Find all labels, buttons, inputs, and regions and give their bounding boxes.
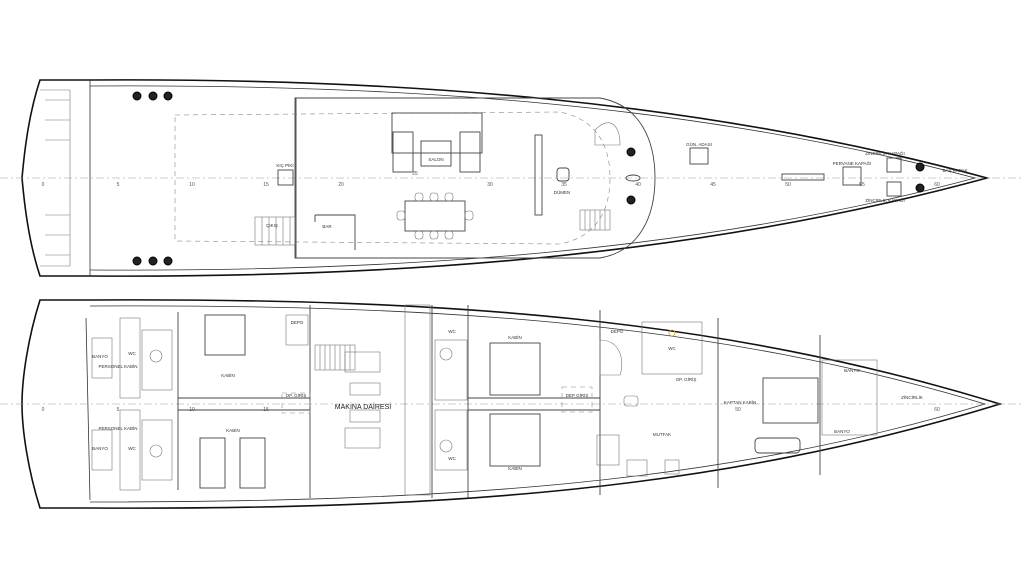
double-bed: [204, 314, 246, 356]
wc-label: WC: [448, 329, 456, 334]
double-bed: [489, 413, 541, 467]
helm-seat: [556, 167, 570, 182]
svg-text:25: 25: [412, 171, 418, 177]
svg-text:40: 40: [635, 182, 641, 188]
cabin-label: KABİN: [508, 465, 522, 471]
sun-deck-label: GÜN. ADASI: [686, 141, 712, 147]
svg-text:35: 35: [561, 182, 567, 188]
svg-text:0: 0: [42, 182, 45, 188]
sink-icon: [668, 329, 676, 337]
lower-hull-outline: [21, 299, 1003, 509]
svg-text:0: 0: [42, 407, 45, 413]
wc-label: WC: [668, 346, 676, 351]
svg-text:60: 60: [934, 182, 940, 188]
lower-deck: BANYO BANYO PERSONEL KABİN PERSONEL KABİ…: [0, 299, 1024, 509]
wc-label: WC: [128, 446, 136, 451]
stern-hatch-label: KIÇ PİKİ: [276, 162, 293, 168]
depot-label: DEPO: [291, 320, 304, 325]
stern-hatch: [277, 169, 294, 186]
bulkheads: [177, 305, 821, 498]
salon-label: SALON: [428, 157, 443, 162]
mid-heads: [434, 339, 468, 471]
cabin-label: KABİN: [221, 372, 235, 378]
dining-table: [404, 200, 466, 232]
anchor-locker-label: ZİNCİRLİK KAPAĞI: [865, 197, 904, 203]
bath-label: BANYO: [834, 429, 850, 434]
bar-label: BAR: [322, 224, 332, 229]
bath-label: BANYO: [92, 446, 108, 451]
crew-cabin-label: PERSONEL KABİN: [98, 363, 137, 369]
bath-label: BANYO: [844, 368, 860, 373]
sun-deck-hatch: [689, 147, 709, 165]
salon-superstructure: [294, 97, 656, 259]
windlass-icon: [915, 162, 925, 172]
crew-entry-label: OP. GİRİŞ: [676, 376, 697, 382]
bow-hatch-label: BAŞ KAPAK: [943, 168, 968, 173]
sofa: [754, 437, 801, 454]
wc-label: WC: [448, 456, 456, 461]
dining-chairs: [396, 192, 474, 240]
bowsprit-base: [781, 173, 825, 181]
anchor-locker-label: ZİNCİRLİK KAPAĞI: [865, 150, 904, 156]
stairs-label: ÇIKIŞ: [266, 223, 278, 228]
helm-label: DÜMEN: [554, 189, 571, 195]
forepeak-hatch: [842, 166, 862, 186]
svg-text:60: 60: [934, 407, 940, 413]
forepeak-hatch-label: PERVANE KAPAĞI: [833, 160, 872, 166]
engine-room-equipment: [314, 304, 431, 496]
bath-label: BANYO: [92, 354, 108, 359]
captain-cabin-label: KAPTAN KABİN: [724, 399, 756, 405]
svg-text:55: 55: [859, 182, 865, 188]
svg-text:10: 10: [189, 407, 195, 413]
single-bed: [199, 437, 226, 489]
svg-text:20: 20: [338, 182, 344, 188]
entry-label: DEP GİRİŞ: [566, 392, 589, 398]
stern-swim-platform: [45, 99, 70, 256]
galley-sink: [626, 459, 648, 477]
winches: [132, 91, 636, 266]
wc-label: WC: [128, 351, 136, 356]
svg-text:30: 30: [487, 182, 493, 188]
aft-crew-area: [91, 317, 173, 491]
svg-text:5: 5: [117, 407, 120, 413]
depot-label: DEPO: [611, 329, 624, 334]
cabin-label: KABİN: [226, 427, 240, 433]
engine-room-label: MAKİNA DAİRESİ: [335, 402, 391, 411]
svg-text:15: 15: [263, 407, 269, 413]
single-bed: [239, 437, 266, 489]
upper-frame-numbers: 0 5 10 15 20 25 30 35 40 45 50 55 60: [42, 171, 940, 188]
svg-text:45: 45: [710, 182, 716, 188]
upper-stairs: [254, 122, 621, 246]
double-bed: [489, 342, 541, 396]
stove: [664, 459, 680, 475]
lower-frame-numbers: 0 5 10 15 50 60: [42, 407, 940, 413]
coffee-table: [420, 140, 452, 167]
galley-label: MUTFAK: [653, 432, 671, 437]
svg-text:50: 50: [735, 407, 741, 413]
chain-locker-label: ZİNCİRLİK: [901, 394, 923, 400]
cabin-label: KABİN: [508, 334, 522, 340]
upper-deck: SALON BAR DÜMEN ÇIKIŞ KIÇ PİKİ: [0, 79, 1024, 277]
svg-text:10: 10: [189, 182, 195, 188]
crew-cabin-label: PERSONEL KABİN: [98, 425, 137, 431]
svg-text:5: 5: [117, 182, 120, 188]
windlass-icon: [915, 183, 925, 193]
upper-hull-outline: [21, 79, 991, 277]
master-bed: [762, 377, 819, 424]
svg-text:15: 15: [263, 182, 269, 188]
svg-text:50: 50: [785, 182, 791, 188]
crew-entry-label: OP. GİRİŞ: [286, 392, 307, 398]
